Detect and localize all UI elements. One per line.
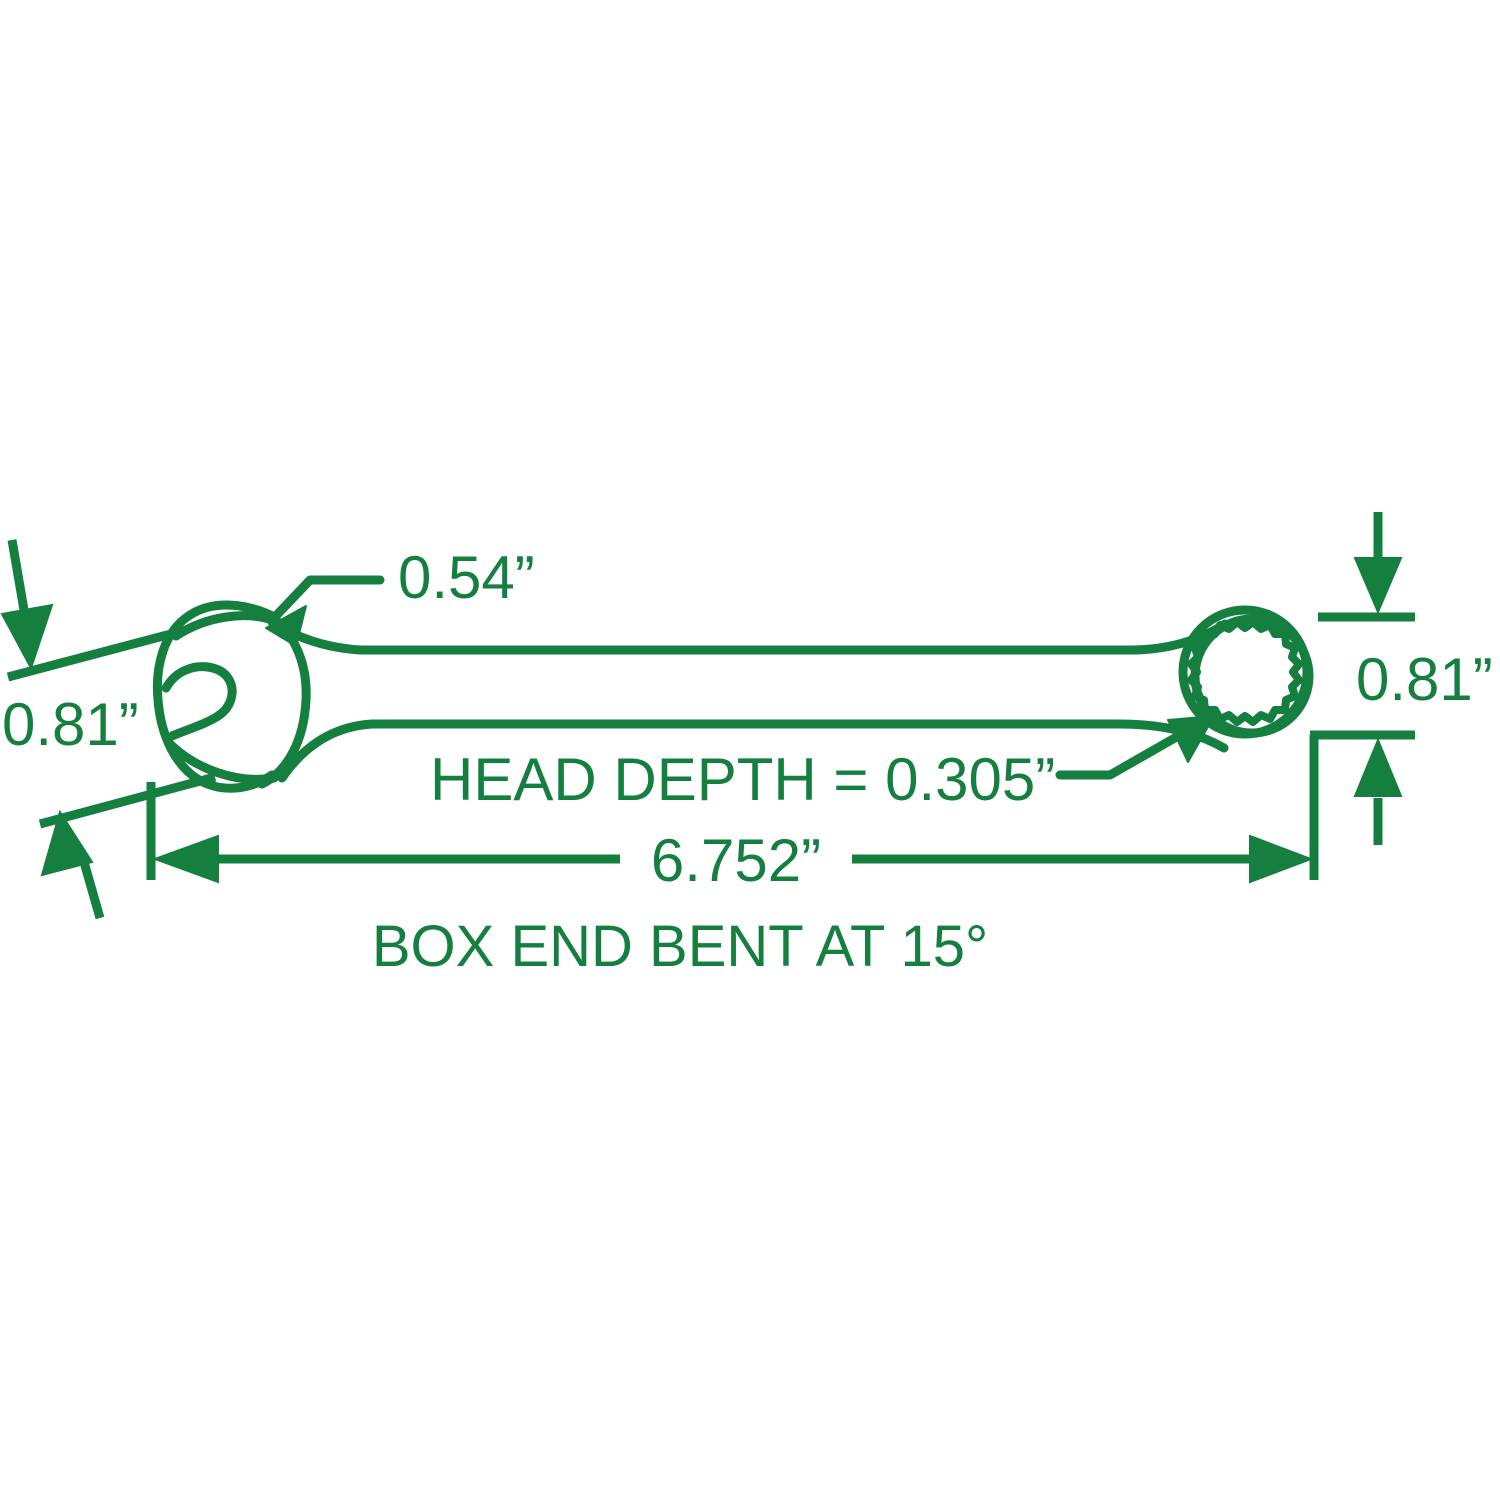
note-box-end-bent: BOX END BENT AT 15° (372, 914, 988, 979)
dim-left-0-81-arrow-bottom-shaft (77, 853, 105, 920)
dim-left-0-81-arrow-top-shaft (7, 539, 29, 611)
dim-left-0-81-witness-top (6, 625, 188, 682)
dim-left-0-81-arrow-top-head (0, 603, 54, 671)
dim-overall-length-label: 6.752” (651, 827, 821, 894)
dim-head-depth-leader-line (1055, 730, 1185, 780)
dim-left-0-81-arrow-bottom-head (40, 809, 94, 877)
dim-left-0-81-label: 0.81” (2, 691, 139, 758)
dim-0-54-group (265, 575, 385, 647)
box-end-twelve-point-bore (1187, 618, 1303, 726)
dim-0-54-label: 0.54” (398, 544, 535, 611)
wrench-shaft-top-edge (267, 617, 1230, 655)
dim-left-0-81-witness-bottom (38, 772, 217, 829)
dim-right-0-81-arrow-top-head (1353, 557, 1403, 615)
dim-left-0-81-group (0, 539, 217, 920)
dim-right-0-81-arrow-bottom-head (1353, 737, 1403, 797)
dim-head-depth-group (1055, 715, 1215, 780)
dim-right-0-81-group (1310, 512, 1415, 845)
open-end-head-outline (152, 600, 281, 793)
dim-0-54-arrowhead (265, 605, 307, 647)
dim-overall-arrow-right (1249, 834, 1314, 884)
dim-head-depth-arrowhead (1167, 715, 1215, 763)
open-end-jaw-lower-lip (163, 737, 279, 784)
dim-head-depth-label: HEAD DEPTH = 0.305” (430, 746, 1055, 813)
dim-right-0-81-label: 0.81” (1356, 646, 1493, 713)
dim-overall-arrow-left (152, 834, 219, 884)
dim-overall-length-group (146, 735, 1319, 884)
dim-0-54-leader-line (267, 575, 385, 625)
open-end-jaw (161, 662, 237, 741)
